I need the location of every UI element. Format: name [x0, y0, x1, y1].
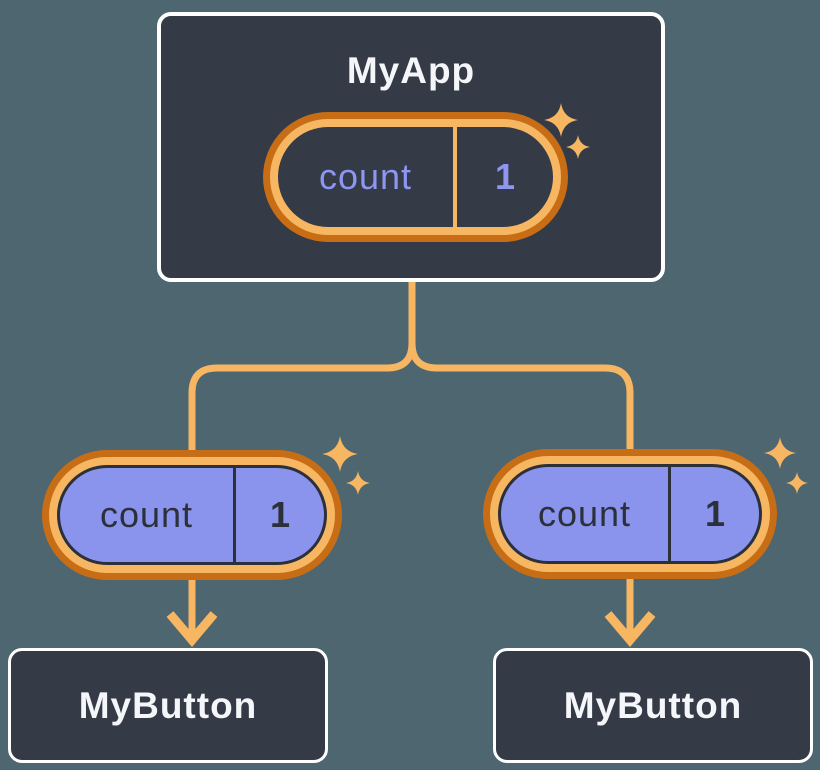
prop-pill-name: count [99, 494, 194, 535]
state-pill-name: count [318, 156, 413, 197]
connector-branch-right [408, 282, 634, 640]
prop-pill-left: count 1 [42, 450, 342, 580]
prop-pill-value: 1 [704, 493, 726, 534]
component-node-mybutton-right: MyButton [493, 648, 813, 763]
component-node-myapp: MyApp count 1 [157, 12, 665, 282]
state-pill-value: 1 [494, 156, 516, 197]
pill-divider [453, 127, 457, 227]
pill-divider [233, 468, 236, 562]
prop-pill-ring: count 1 [49, 457, 335, 573]
prop-pill-right: count 1 [483, 449, 777, 579]
component-node-mybutton-left: MyButton [8, 648, 328, 763]
state-pill-core: count 1 [278, 127, 553, 227]
pill-divider [668, 467, 671, 561]
arrow-down-icon [166, 611, 218, 647]
state-pill: count 1 [263, 112, 568, 242]
prop-pill-value: 1 [269, 494, 291, 535]
prop-pill-core: count 1 [57, 465, 327, 565]
prop-pill-core: count 1 [498, 464, 762, 564]
state-pill-ring: count 1 [270, 119, 561, 235]
node-title: MyButton [563, 685, 743, 726]
node-title: MyApp [346, 50, 476, 91]
prop-pill-ring: count 1 [490, 456, 770, 572]
prop-pill-name: count [537, 493, 632, 534]
node-title: MyButton [78, 685, 258, 726]
arrow-down-icon [604, 611, 656, 647]
